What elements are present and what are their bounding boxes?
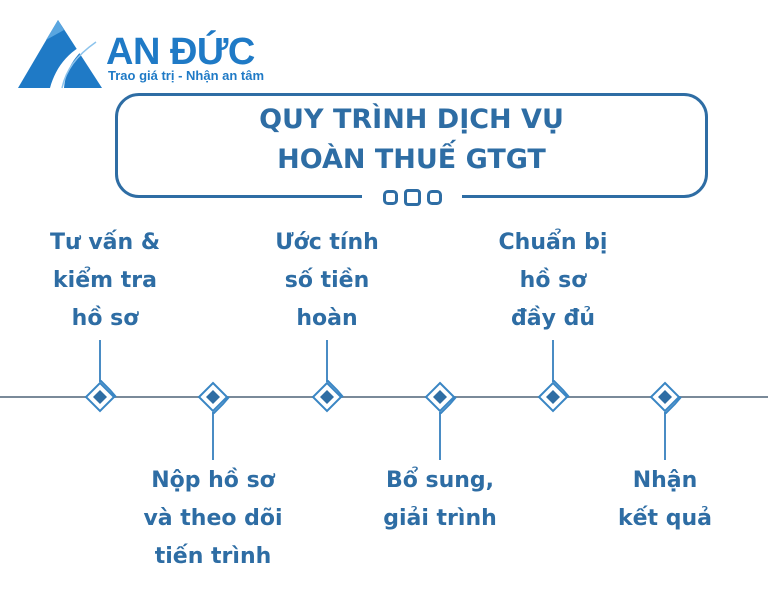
step-node-diamond-icon: [84, 380, 117, 413]
step-connector: [326, 340, 328, 382]
step-label-1: Tư vấn & kiểm tra hồ sơ: [20, 224, 190, 338]
step-label-line: tiến trình: [154, 544, 272, 569]
step-label-line: Bổ sung,: [385, 468, 495, 493]
step-label-line: Nhận: [632, 468, 698, 493]
mountain-road-icon: [18, 20, 102, 89]
step-label-2: Nộp hồ sơ và theo dõi tiến trình: [128, 462, 298, 576]
step-label-6: Nhận kết quả: [580, 462, 750, 538]
step-label-line: Ước tính: [275, 230, 379, 255]
step-connector: [552, 340, 554, 382]
step-node-diamond-icon: [197, 381, 230, 414]
step-label-line: kiểm tra: [53, 268, 157, 293]
step-node-diamond-icon: [537, 380, 570, 413]
title-ornament: [362, 186, 462, 208]
timeline-axis: [0, 396, 768, 398]
step-label-line: giải trình: [383, 506, 497, 531]
ornament-square-icon: [403, 188, 421, 206]
title-line-2: HOÀN THUẾ GTGT: [277, 144, 546, 175]
step-label-line: và theo dõi: [143, 506, 283, 531]
step-label-line: hoàn: [296, 306, 358, 331]
step-connector: [664, 412, 666, 460]
step-label-line: kết quả: [618, 506, 712, 531]
step-node-diamond-icon: [424, 381, 457, 414]
step-label-4: Bổ sung, giải trình: [355, 462, 525, 538]
step-label-line: hồ sơ: [71, 306, 139, 331]
step-label-line: hồ sơ: [519, 268, 587, 293]
step-label-line: số tiền: [284, 268, 370, 293]
step-label-3: Ước tính số tiền hoàn: [242, 224, 412, 338]
step-label-line: đầy đủ: [510, 306, 595, 331]
brand-tagline: Trao giá trị - Nhận an tâm: [108, 68, 265, 83]
step-label-line: Nộp hồ sơ: [151, 468, 275, 493]
page-title: QUY TRÌNH DỊCH VỤ HOÀN THUẾ GTGT: [115, 100, 708, 180]
step-connector: [99, 340, 101, 382]
step-connector: [439, 412, 441, 460]
ornament-dot-icon: [426, 189, 442, 205]
step-label-line: Tư vấn &: [49, 230, 161, 255]
step-node-diamond-icon: [311, 380, 344, 413]
step-connector: [212, 412, 214, 460]
step-label-line: Chuẩn bị: [498, 230, 608, 255]
step-node-diamond-icon: [649, 381, 682, 414]
title-line-1: QUY TRÌNH DỊCH VỤ: [259, 104, 564, 135]
ornament-dot-icon: [382, 189, 398, 205]
step-label-5: Chuẩn bị hồ sơ đầy đủ: [468, 224, 638, 338]
brand-name: AN ĐỨC: [106, 31, 255, 73]
